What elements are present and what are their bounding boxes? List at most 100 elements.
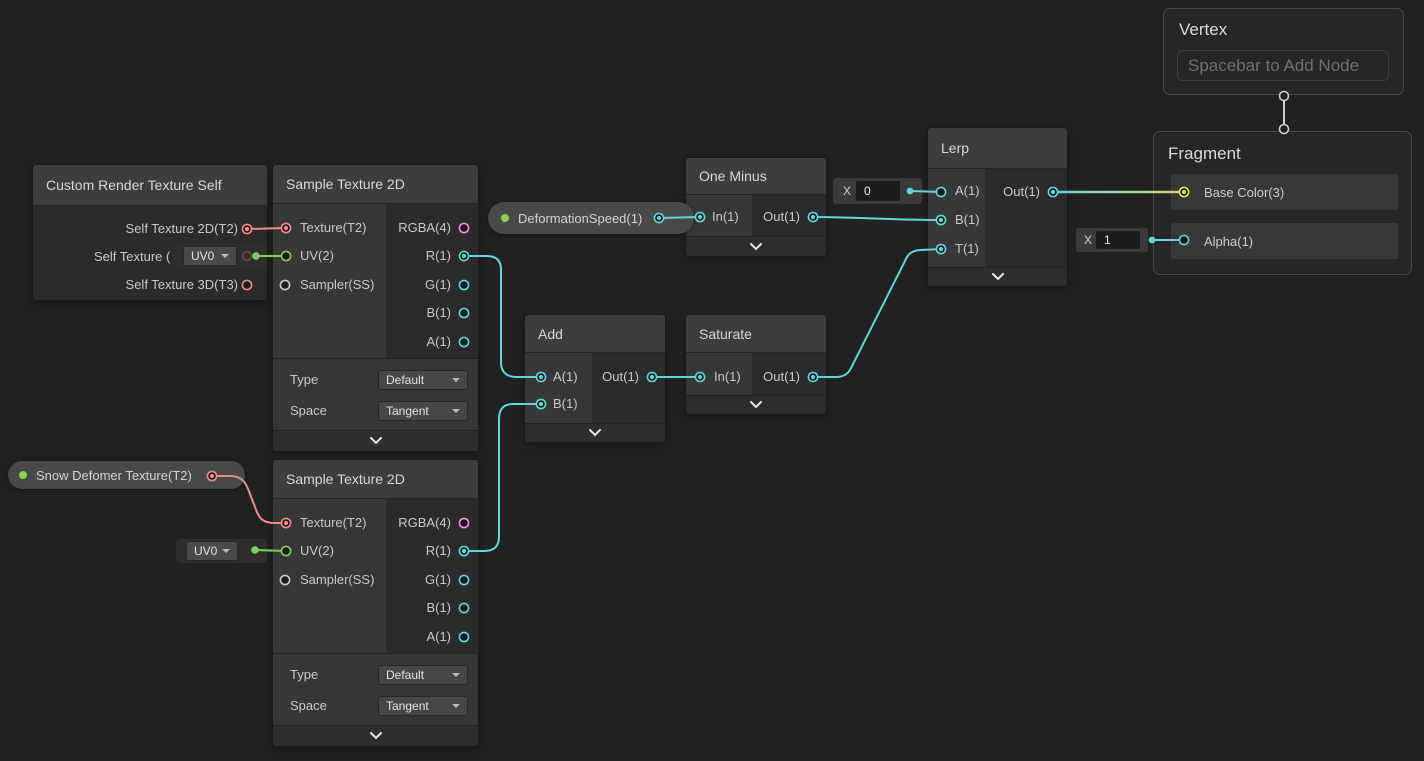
base-color-label: Base Color(3) (1204, 184, 1285, 200)
node-header[interactable]: Sample Texture 2D (273, 165, 478, 204)
space-dropdown[interactable]: Tangent (378, 696, 468, 716)
input-column (525, 353, 592, 423)
port-label-rgba-out: RGBA(4) (398, 515, 451, 530)
port-label-out: Out(1) (763, 209, 800, 224)
collapse-button[interactable] (273, 725, 478, 746)
node-title: Lerp (941, 140, 970, 156)
collapse-button[interactable] (273, 430, 478, 451)
lerp-a-value-input[interactable]: 0 (856, 181, 900, 201)
port-label-r-out: R(1) (425, 248, 451, 263)
uv-selector-plate-2: UV0 (176, 539, 267, 563)
fragment-context-block[interactable]: Fragment Base Color(3) Alpha(1) (1153, 131, 1412, 275)
space-label: Space (290, 403, 327, 418)
port-label-r-out: R(1) (425, 543, 451, 558)
type-dropdown-value: Default (386, 668, 425, 682)
node-custom-render-texture-self[interactable]: Custom Render Texture Self Self Texture … (33, 165, 267, 300)
collapse-button[interactable] (928, 267, 1067, 286)
type-dropdown[interactable]: Default (378, 665, 468, 685)
uv-channel-value: UV0 (191, 249, 215, 263)
node-title: Add (538, 325, 563, 342)
port-label-texture-in: Texture(T2) (300, 515, 367, 530)
port-label-t: T(1) (955, 241, 979, 256)
port-label-rgba-out: RGBA(4) (398, 220, 451, 235)
node-header[interactable]: Lerp (928, 128, 1067, 169)
vertex-add-node-placeholder[interactable]: Spacebar to Add Node (1177, 50, 1389, 81)
alpha-label: Alpha(1) (1204, 233, 1254, 249)
port-label-out: Out(1) (1003, 184, 1040, 199)
port-label-g-out: G(1) (425, 572, 451, 587)
port-label-sampler-in: Sampler(SS) (300, 277, 375, 292)
vertex-context-block[interactable]: Vertex Spacebar to Add Node (1163, 8, 1404, 95)
alpha-value-input[interactable]: 1 (1096, 231, 1140, 249)
dropdown-arrow-icon (222, 549, 230, 553)
type-label: Type (290, 372, 319, 387)
port-label-b: B(1) (955, 212, 980, 227)
exposed-property-dot-icon (501, 214, 509, 222)
dropdown-arrow-icon (452, 409, 460, 413)
uv-channel-value: UV0 (194, 544, 218, 558)
edge-saturate-to-lerp-t[interactable] (813, 248, 942, 378)
dropdown-arrow-icon (221, 254, 229, 258)
input-column (273, 499, 386, 653)
dropdown-arrow-icon (452, 704, 460, 708)
port-label-b-out: B(1) (426, 305, 451, 320)
port-label-uv-in: UV(2) (300, 543, 334, 558)
alpha-block-row[interactable]: Alpha(1) (1171, 223, 1398, 259)
node-title: Custom Render Texture Self (46, 177, 222, 193)
collapse-chevron-icon (369, 437, 382, 445)
node-add[interactable]: Add A(1) B(1) Out(1) (525, 315, 665, 442)
collapse-chevron-icon (991, 273, 1004, 281)
input-column (273, 204, 386, 358)
type-label: Type (290, 667, 319, 682)
node-saturate[interactable]: Saturate In(1) Out(1) (686, 315, 826, 414)
node-title: One Minus (699, 168, 767, 184)
property-label: DeformationSpeed(1) (518, 210, 643, 226)
collapse-button[interactable] (686, 236, 826, 256)
node-header[interactable]: Add (525, 315, 665, 353)
node-title: Sample Texture 2D (286, 471, 405, 487)
edge-oneminus-to-lerp-b[interactable] (812, 216, 942, 221)
port-label-a-out: A(1) (426, 629, 451, 644)
collapse-button[interactable] (686, 395, 826, 414)
port-label-sampler-in: Sampler(SS) (300, 572, 375, 587)
port-label-self-texture-cube: Self Texture ( (94, 249, 171, 264)
uv-channel-dropdown[interactable]: UV0 (186, 541, 238, 561)
node-title: Saturate (699, 325, 752, 342)
port-label-texture-in: Texture(T2) (300, 220, 367, 235)
node-header[interactable]: Custom Render Texture Self (33, 165, 267, 206)
space-dropdown-value: Tangent (386, 404, 429, 418)
port-label-a-out: A(1) (426, 334, 451, 349)
node-lerp[interactable]: Lerp A(1) B(1) T(1) Out(1) (928, 128, 1067, 286)
space-dropdown-value: Tangent (386, 699, 429, 713)
node-sample-texture-2d-2[interactable]: Sample Texture 2D Texture(T2) UV(2) Samp… (273, 460, 478, 746)
node-header[interactable]: Sample Texture 2D (273, 460, 478, 499)
uv-selector-plate-1: UV0 (173, 244, 267, 268)
collapse-chevron-icon (750, 242, 762, 250)
vertex-title: Vertex (1179, 20, 1228, 39)
node-one-minus[interactable]: One Minus In(1) Out(1) (686, 158, 826, 256)
port-label-uv-in: UV(2) (300, 248, 334, 263)
property-node-snow-deformer-texture[interactable]: Snow Defomer Texture(T2) (8, 461, 245, 489)
node-header[interactable]: One Minus (686, 158, 826, 195)
uv-channel-dropdown[interactable]: UV0 (183, 246, 237, 266)
space-dropdown[interactable]: Tangent (378, 401, 468, 421)
dropdown-arrow-icon (452, 378, 460, 382)
port-label-self-texture-2d: Self Texture 2D(T2) (125, 221, 238, 236)
base-color-block-row[interactable]: Base Color(3) (1171, 174, 1398, 210)
property-label: Snow Defomer Texture(T2) (36, 467, 192, 483)
type-dropdown-value: Default (386, 373, 425, 387)
node-header[interactable]: Saturate (686, 315, 826, 353)
space-label: Space (290, 698, 327, 713)
node-sample-texture-2d-1[interactable]: Sample Texture 2D Texture(T2) UV(2) Samp… (273, 165, 478, 451)
port-label-a: A(1) (553, 369, 578, 384)
port-label-in: In(1) (712, 209, 739, 224)
lerp-a-inline-value: X 0 (833, 178, 922, 204)
port-label-self-texture-3d: Self Texture 3D(T3) (125, 277, 238, 292)
collapse-chevron-icon (750, 401, 762, 409)
port-label-out: Out(1) (763, 369, 800, 384)
collapse-button[interactable] (525, 423, 665, 442)
type-dropdown[interactable]: Default (378, 370, 468, 390)
property-node-deformation-speed[interactable]: DeformationSpeed(1) (488, 202, 694, 234)
collapse-chevron-icon (589, 429, 601, 437)
